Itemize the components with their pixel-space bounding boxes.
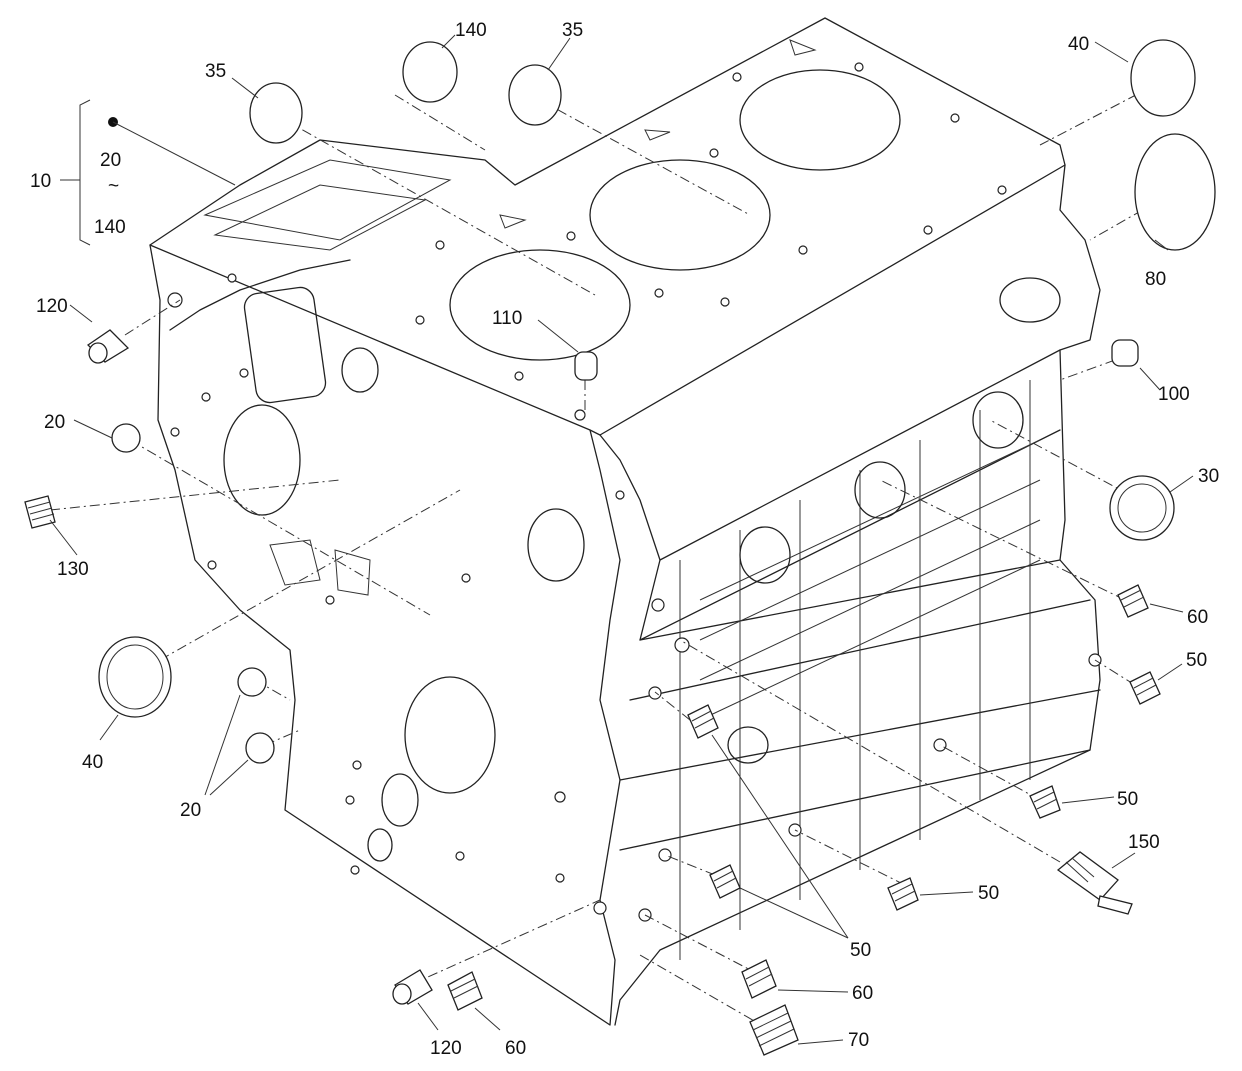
- label-20-mid: 20: [44, 412, 65, 433]
- part-120-left: [86, 329, 130, 364]
- label-50-center: 50: [850, 940, 871, 961]
- part-150: [1056, 851, 1133, 915]
- label-60-bottom: 60: [505, 1038, 526, 1059]
- part-50-right-a: [1129, 671, 1161, 705]
- label-140-range: 140: [94, 217, 126, 238]
- label-40-top: 40: [1068, 34, 1089, 55]
- label-150: 150: [1128, 832, 1160, 853]
- part-140-top: [402, 41, 458, 103]
- label-35-top: 35: [562, 20, 583, 41]
- label-60-right: 60: [1187, 607, 1208, 628]
- label-110: 110: [492, 308, 522, 329]
- part-40-top: [1130, 39, 1196, 117]
- label-20-range: 20: [100, 150, 121, 171]
- part-50-center-b: [709, 864, 741, 899]
- label-70: 70: [848, 1030, 869, 1051]
- part-20-bottom-a: [237, 667, 267, 697]
- label-130: 130: [57, 559, 89, 580]
- label-50-right-c: 50: [978, 883, 999, 904]
- label-10: 10: [30, 171, 51, 192]
- label-35-left: 35: [205, 61, 226, 82]
- part-40-bottom: [98, 636, 172, 718]
- label-80: 80: [1145, 269, 1166, 290]
- label-120-left: 120: [36, 296, 68, 317]
- label-140-top: 140: [455, 20, 487, 41]
- part-120-bottom: [392, 969, 433, 1005]
- label-50-right-b: 50: [1117, 789, 1138, 810]
- cylinder-block: [149, 17, 1101, 1026]
- part-70: [749, 1004, 799, 1056]
- part-number-labels: 10 20 ~ 140 35 140 35 40 80 120 110 100 …: [30, 20, 1219, 1059]
- part-20-bottom-b: [245, 732, 275, 764]
- part-20-mid: [111, 423, 141, 453]
- part-30: [1109, 475, 1175, 541]
- part-50-right-c: [887, 877, 919, 911]
- part-60-bottom: [447, 971, 483, 1011]
- part-60-right: [1117, 584, 1149, 618]
- label-range-tilde: ~: [108, 176, 119, 197]
- part-50-right-b: [1029, 785, 1061, 819]
- part-35-left: [249, 82, 303, 144]
- leader-lines: [49, 34, 1194, 1045]
- part-80: [1134, 133, 1216, 251]
- label-50-right-a: 50: [1186, 650, 1207, 671]
- part-130: [24, 495, 56, 529]
- part-60-bottom-right: [741, 959, 777, 999]
- part-50-center-a: [687, 704, 719, 739]
- label-30: 30: [1198, 466, 1219, 487]
- label-60-bottom-right: 60: [852, 983, 873, 1004]
- part-100: [1111, 339, 1139, 367]
- label-20-bottom: 20: [180, 800, 201, 821]
- label-120-bottom: 120: [430, 1038, 462, 1059]
- part-110: [574, 351, 598, 381]
- part-35-top: [508, 64, 562, 126]
- label-100: 100: [1158, 384, 1190, 405]
- label-40-bottom: 40: [82, 752, 103, 773]
- bolt-holes: [167, 62, 1102, 922]
